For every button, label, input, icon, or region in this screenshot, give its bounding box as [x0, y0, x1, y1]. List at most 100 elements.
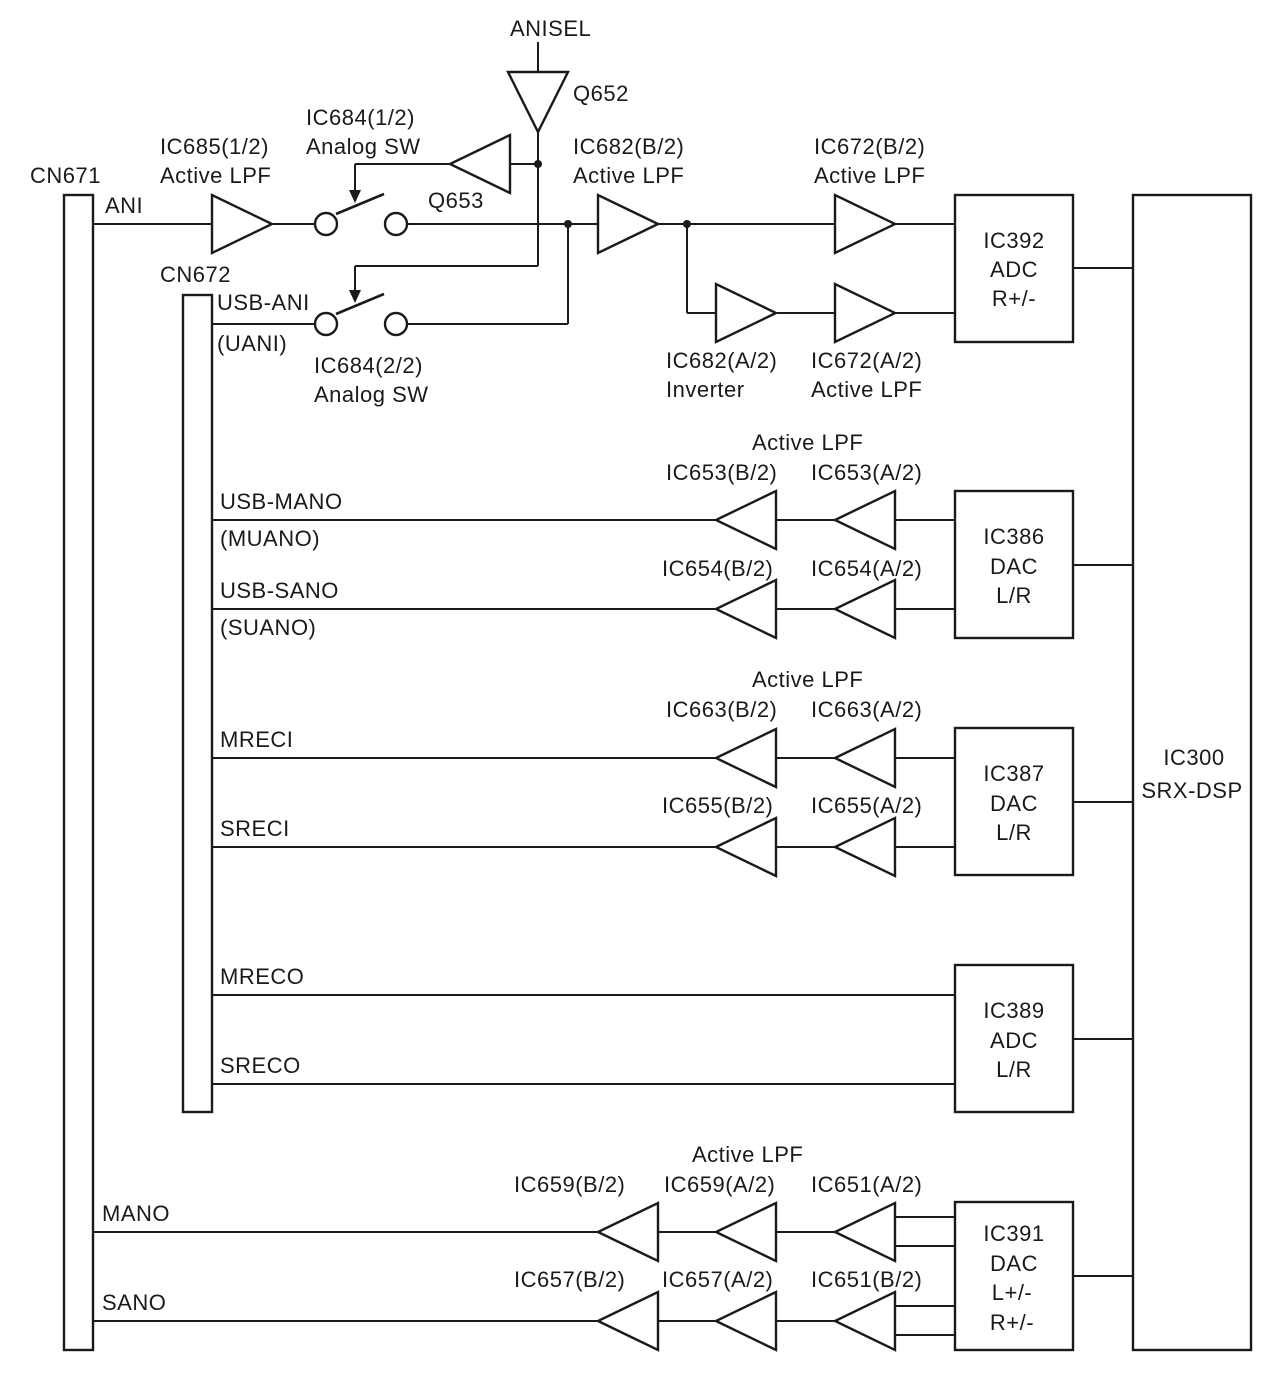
ic659b-amp	[595, 1201, 660, 1263]
ic653b-label: IC653(B/2)	[666, 460, 777, 485]
q652-buffer	[506, 70, 570, 135]
ic672b-sub-label: Active LPF	[814, 163, 925, 188]
ic659a-amp	[713, 1201, 778, 1263]
ic387-channel: L/R	[996, 820, 1032, 845]
ic391-dac-block	[953, 1200, 1075, 1352]
ic391-type: DAC	[990, 1251, 1038, 1276]
ic653a-label: IC653(A/2)	[811, 460, 922, 485]
ic655b-amp	[713, 816, 778, 878]
wires	[93, 42, 1133, 1336]
ic386-type: DAC	[990, 554, 1038, 579]
cn671-connector	[62, 193, 95, 1352]
ic386-channel: L/R	[996, 583, 1032, 608]
cn672-connector	[181, 293, 214, 1114]
ic387-dac-block	[953, 726, 1075, 877]
ic300-dsp-block	[1131, 193, 1253, 1352]
ic672a-amp	[833, 282, 898, 344]
muano-label: (MUANO)	[220, 526, 320, 551]
ic389-name: IC389	[983, 998, 1044, 1023]
ic682b-sub-label: Active LPF	[573, 163, 684, 188]
ic685-label: IC685(1/2)	[160, 134, 269, 159]
ic684a-label: IC684(1/2)	[306, 105, 415, 130]
mano-label: MANO	[102, 1201, 170, 1226]
sano-label: SANO	[102, 1290, 166, 1315]
ic684b-label: IC684(2/2)	[314, 353, 423, 378]
ic654a-label: IC654(A/2)	[811, 556, 922, 581]
ic651a-label: IC651(A/2)	[811, 1172, 922, 1197]
active-lpf-header-2: Active LPF	[752, 667, 863, 692]
ic659b-label: IC659(B/2)	[514, 1172, 625, 1197]
ic663b-label: IC663(B/2)	[666, 697, 777, 722]
ic685-amp	[210, 193, 275, 255]
ic386-dac-block	[953, 489, 1075, 640]
ic651b-amp	[832, 1290, 897, 1352]
ic657b-label: IC657(B/2)	[514, 1267, 625, 1292]
anisel-label: ANISEL	[510, 16, 591, 41]
ic651b-label: IC651(B/2)	[811, 1267, 922, 1292]
mreco-label: MRECO	[220, 964, 304, 989]
ic682a-label: IC682(A/2)	[666, 348, 777, 373]
cn671-label: CN671	[30, 163, 101, 188]
suano-label: (SUANO)	[220, 615, 316, 640]
ic300-name: IC300	[1163, 745, 1224, 770]
ic682a-sub-label: Inverter	[666, 377, 745, 402]
ic387-name: IC387	[983, 761, 1044, 786]
ic663a-label: IC663(A/2)	[811, 697, 922, 722]
junctions	[534, 160, 691, 228]
ani-label: ANI	[105, 193, 143, 218]
ic657a-amp	[713, 1290, 778, 1352]
ic392-channel: R+/-	[992, 286, 1036, 311]
ic391-name: IC391	[983, 1221, 1044, 1246]
ic654b-amp	[713, 578, 778, 640]
ic684b-analog-switch	[313, 290, 409, 337]
ic389-adc-block	[953, 963, 1075, 1114]
ic655b-label: IC655(B/2)	[662, 793, 773, 818]
ic655a-label: IC655(A/2)	[811, 793, 922, 818]
ic663b-amp	[713, 727, 778, 789]
ic653a-amp	[832, 489, 897, 551]
ic682b-label: IC682(B/2)	[573, 134, 684, 159]
labels: ANISEL Q652 Q653 IC684(1/2) Analog SW IC…	[30, 16, 1242, 1335]
ic300-type: SRX-DSP	[1141, 778, 1242, 803]
ic684a-analog-switch	[313, 190, 409, 237]
uani-label: (UANI)	[217, 331, 287, 356]
sreci-label: SRECI	[220, 816, 290, 841]
ic653b-amp	[713, 489, 778, 551]
ic651a-amp	[832, 1201, 897, 1263]
ic392-type: ADC	[990, 257, 1038, 282]
usb-sano-label: USB-SANO	[220, 578, 339, 603]
ic389-channel: L/R	[996, 1057, 1032, 1082]
ic657a-label: IC657(A/2)	[662, 1267, 773, 1292]
ic682a-amp	[714, 282, 779, 344]
q653-buffer	[447, 133, 512, 195]
ic392-adc-block	[953, 193, 1075, 344]
sreco-label: SRECO	[220, 1053, 301, 1078]
ic391-channel-r: R+/-	[990, 1310, 1034, 1335]
ic387-type: DAC	[990, 791, 1038, 816]
ic389-type: ADC	[990, 1028, 1038, 1053]
ic672a-sub-label: Active LPF	[811, 377, 922, 402]
ic672b-amp	[833, 193, 898, 255]
usb-mano-label: USB-MANO	[220, 489, 343, 514]
ic663a-amp	[832, 727, 897, 789]
q653-label: Q653	[428, 188, 484, 213]
ic654a-amp	[832, 578, 897, 640]
ic672b-label: IC672(B/2)	[814, 134, 925, 159]
ic655a-amp	[832, 816, 897, 878]
ic682b-amp	[596, 193, 661, 255]
ic672a-label: IC672(A/2)	[811, 348, 922, 373]
ic391-channel-l: L+/-	[992, 1280, 1033, 1305]
active-lpf-header-1: Active LPF	[752, 430, 863, 455]
ic684b-sub-label: Analog SW	[314, 382, 429, 407]
ic654b-label: IC654(B/2)	[662, 556, 773, 581]
ic685-sub-label: Active LPF	[160, 163, 271, 188]
active-lpf-header-3: Active LPF	[692, 1142, 803, 1167]
usb-ani-label: USB-ANI	[217, 290, 310, 315]
ic659a-label: IC659(A/2)	[664, 1172, 775, 1197]
ic392-name: IC392	[983, 228, 1044, 253]
cn672-label: CN672	[160, 262, 231, 287]
q652-label: Q652	[573, 81, 629, 106]
ic684a-sub-label: Analog SW	[306, 134, 421, 159]
amplifiers	[210, 70, 898, 1352]
